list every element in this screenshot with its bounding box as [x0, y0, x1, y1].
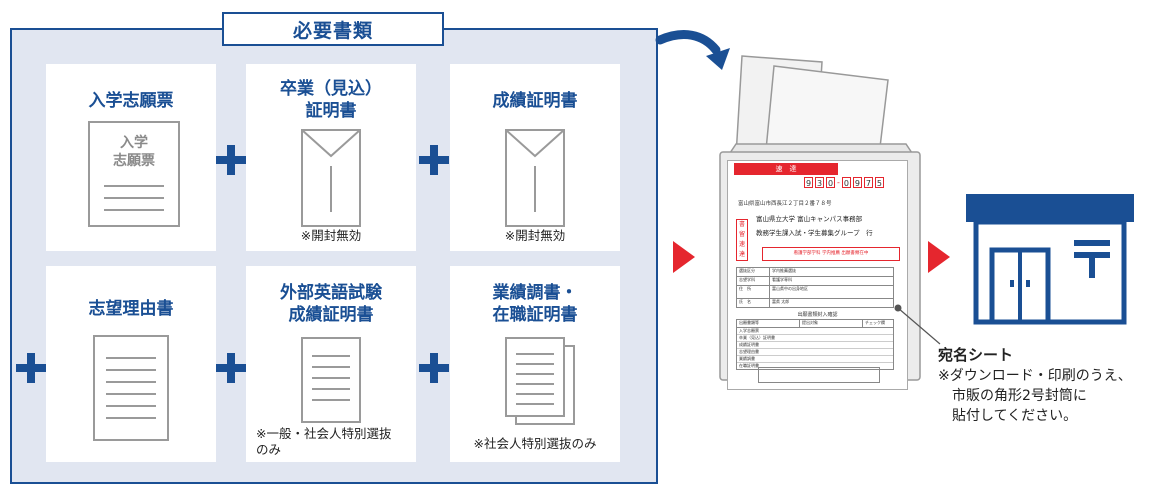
sheet-footer-box [758, 367, 880, 383]
sheet-address: 富山県富山市西長江２丁目２番７８号 [738, 201, 832, 207]
document-card-statement-of-purpose: 志望理由書 [46, 266, 216, 462]
document-title: 卒業（見込） 証明書 [280, 79, 382, 121]
document-note: ※開封無効 [300, 228, 362, 243]
postal-code-dash: - [837, 178, 840, 187]
plus-icon [216, 145, 246, 175]
plus-icon [16, 353, 46, 383]
application-form-icon [88, 121, 180, 227]
document-card-application-form: 入学志願票 入学 志願票 [46, 64, 216, 251]
table-value: 学内推薦選抜 [772, 268, 796, 273]
red-notice-box: 看護学部学科 学内推薦 出願書類在中 [762, 247, 900, 261]
red-arrow-icon [928, 241, 950, 273]
required-documents-title: 必要書類 [222, 12, 444, 46]
checklist-row: 在職証明書 [739, 363, 759, 368]
document-note: ※開封無効 [504, 228, 566, 243]
post-office-icon [966, 194, 1134, 325]
checklist-header: 提出対象 [800, 320, 863, 327]
table-value: 富県 太郎 [772, 299, 790, 304]
document-title: 業績調書・ 在職証明書 [492, 283, 578, 325]
express-stamp: 速 達 [734, 163, 838, 175]
postal-code-boxes: 9 3 0 - 0 9 7 5 [804, 177, 884, 189]
address-sheet-note: ※ダウンロード・印刷のうえ、 市販の角形2号封筒に 貼付してください。 [938, 368, 1132, 424]
plus-icon [216, 353, 246, 383]
document-card-english-test-certificate: 外部英語試験 成績証明書 ※一般・社会人特別選抜 のみ [246, 266, 416, 462]
checklist-row: 成績証明書 [737, 342, 893, 349]
table-label: 氏 名 [737, 299, 770, 307]
document-card-graduation-certificate: 卒業（見込） 証明書 ※開封無効 [246, 64, 416, 251]
checklist-header: 出願書類等 [737, 320, 800, 327]
postal-code-digit: 3 [815, 177, 824, 188]
document-title: 志望理由書 [88, 299, 174, 319]
checklist-table: 出願書類等 提出対象 チェック欄 入学志願票 卒業（見込）証明書 成績証明書 志… [736, 319, 894, 370]
postal-code-digit: 7 [863, 177, 873, 188]
applicant-info-table: 選抜区分 学内推薦選抜 志望学科 看護学専科 住 所 富山県中の出身地区 氏 名… [736, 267, 894, 308]
plus-icon [419, 145, 449, 175]
table-label: 志望学科 [737, 277, 770, 285]
table-value: 富山県中の出身地区 [772, 286, 808, 291]
document-note: ※一般・社会人特別選抜 のみ [256, 426, 392, 457]
checklist-title: 出願書類封入確認 [797, 312, 838, 318]
postal-code-digit: 0 [841, 177, 851, 188]
plus-icon [419, 353, 449, 383]
stacked-documents-icon [505, 337, 575, 425]
sheet-recipient-group: 教務学生課入試・学生募集グループ 行 [756, 229, 873, 237]
table-label: 住 所 [737, 286, 770, 298]
registered-mail-stamp: 書留速達 [736, 219, 748, 261]
document-title: 成績証明書 [492, 91, 578, 111]
sheet-recipient: 富山県立大学 富山キャンパス事務部 [756, 215, 863, 223]
document-lines-icon [301, 337, 361, 423]
application-form-icon-label: 入学 志願票 [113, 135, 155, 169]
sealed-envelope-icon [505, 129, 565, 227]
curved-arrow-icon [655, 30, 730, 70]
document-title: 外部英語試験 成績証明書 [280, 283, 382, 325]
sealed-envelope-icon [301, 129, 361, 227]
document-note: ※社会人特別選抜のみ [473, 436, 597, 451]
document-card-work-record: 業績調書・ 在職証明書 ※社会人特別選抜のみ [450, 266, 620, 462]
postal-code-digit: 9 [852, 177, 862, 188]
document-lines-icon [93, 335, 169, 441]
checklist-row: 志望理由書 [737, 349, 893, 356]
address-sheet: 速 達 9 3 0 - 0 9 7 5 富山県富山市西長江２丁目２番７８号 富山… [727, 160, 908, 390]
postal-code-digit: 9 [804, 177, 813, 188]
leader-line [894, 304, 941, 345]
document-card-transcript: 成績証明書 ※開封無効 [450, 64, 620, 251]
postal-code-digit: 5 [874, 177, 884, 188]
checklist-row: 卒業（見込）証明書 [737, 335, 893, 342]
address-sheet-label: 宛名シート [938, 346, 1014, 364]
checklist-row: 業績調書 [737, 356, 893, 363]
table-value: 看護学専科 [772, 277, 792, 282]
table-label: 選抜区分 [737, 268, 770, 276]
document-title: 入学志願票 [88, 91, 174, 111]
checklist-row: 入学志願票 [737, 328, 893, 335]
red-arrow-icon [673, 241, 695, 273]
checklist-header: チェック欄 [865, 320, 885, 325]
postal-code-digit: 0 [826, 177, 835, 188]
